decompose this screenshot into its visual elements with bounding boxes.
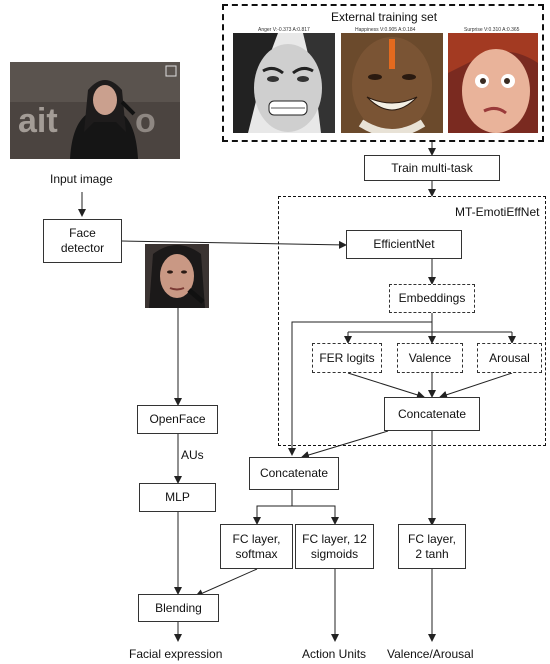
valence-box: Valence [397,343,463,373]
arrow-inner-concat-to-outer-concat [301,430,389,459]
mt-emotieffnet-group [278,196,546,446]
train-multi-task-box: Train multi-task [364,155,500,181]
blending-box: Blending [138,594,219,622]
mt-emotieffnet-title: MT-EmotiEffNet [455,205,540,219]
fc-tanh-box: FC layer, 2 tanh [398,524,466,569]
anger-caption: Anger V:-0.373 A:0.817 [258,27,310,33]
arrow-softmax-to-blending [195,568,258,597]
input-image-photo: ait o [10,62,180,159]
action-units-output: Action Units [302,647,367,661]
outer-concatenate-box: Concatenate [249,457,339,490]
surprise-face-photo [448,33,538,133]
arrow-arousal-to-concat [439,372,513,399]
external-training-set-title: External training set [331,10,438,24]
happiness-caption: Happiness V:0.905 A:0.184 [355,27,416,33]
external-training-set-box [222,4,544,142]
facial-expression-output: Facial expression [129,647,223,661]
arrow-outer-concat-split [253,490,293,525]
efficientnet-box: EfficientNet [346,230,462,259]
mlp-box: MLP [139,483,216,512]
happiness-face-photo [341,33,443,133]
aus-edge-label: AUs [181,448,204,462]
surprise-caption: Surprise V:0.310 A:0.365 [464,27,520,33]
anger-face-photo [233,33,335,133]
arrow-detector-to-efficientnet [121,240,347,249]
cropped-face-photo [145,244,209,308]
inner-concatenate-box: Concatenate [384,397,480,431]
openface-box: OpenFace [137,405,218,434]
input-image-label: Input image [50,172,113,186]
svg-text:o: o [135,102,156,140]
face-detector-box: Face detector [43,219,122,263]
arousal-box: Arousal [477,343,542,373]
fc-sigmoids-box: FC layer, 12 sigmoids [295,524,374,569]
fc-softmax-box: FC layer, softmax [220,524,293,569]
embeddings-box: Embeddings [389,284,475,313]
valence-arousal-output: Valence/Arousal [387,647,474,661]
arrow-embeddings-to-outer-concat [288,321,432,456]
fer-logits-box: FER logits [312,343,382,373]
arrow-outer-concat-to-sigmoids [292,505,339,525]
arrow-fer-to-concat [347,372,425,399]
svg-text:ait: ait [18,102,58,140]
